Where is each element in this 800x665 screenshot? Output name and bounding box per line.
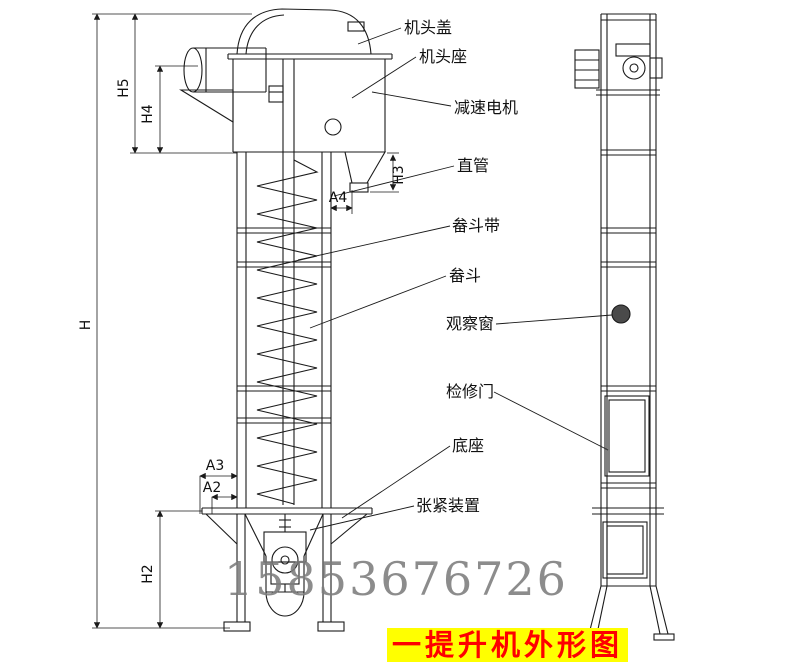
dimension-labels: H H5 H4 H2 H3 A3 A2 A4: [78, 78, 407, 583]
side-view: [574, 13, 675, 641]
dim-a4: A4: [329, 190, 348, 206]
label-inspection-door: 检修门: [446, 382, 494, 401]
dim-h4: H4: [140, 104, 156, 124]
label-bucket: 畚斗: [449, 266, 481, 285]
dim-a2: A2: [203, 480, 221, 496]
caption-title: 一提升机外形图: [387, 628, 629, 662]
label-observation-window: 观察窗: [446, 314, 494, 333]
dim-h2: H2: [140, 564, 156, 583]
front-view: [179, 8, 393, 632]
label-tensioning-device: 张紧装置: [416, 496, 480, 515]
label-gear-motor: 减速电机: [454, 98, 518, 117]
dim-a3: A3: [206, 458, 224, 474]
dim-h3: H3: [391, 165, 407, 184]
label-head-cover: 机头盖: [404, 18, 452, 37]
label-bucket-belt: 畚斗带: [452, 216, 500, 235]
dim-h: H: [78, 320, 94, 331]
part-labels: 机头盖 机头座 减速电机 直管 畚斗带 畚斗 观察窗 检修门 底座 张紧装置: [404, 18, 518, 515]
leader-lines: [297, 27, 613, 531]
label-base: 底座: [452, 436, 484, 455]
dim-h5: H5: [116, 78, 132, 97]
label-head-seat: 机头座: [419, 47, 467, 66]
dimension-lines: [92, 13, 399, 629]
label-straight-pipe: 直管: [457, 156, 489, 175]
